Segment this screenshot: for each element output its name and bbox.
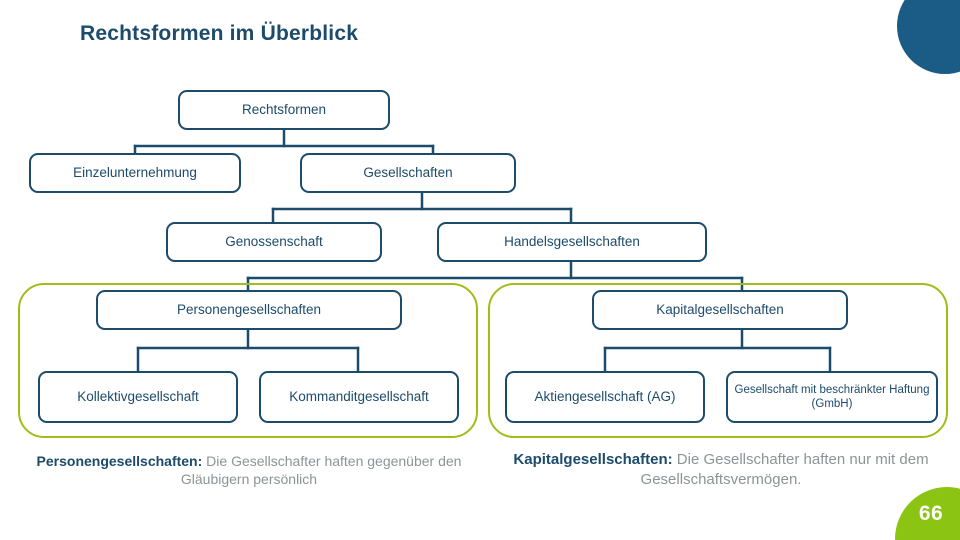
node-personengesellschaften[interactable]: Personengesellschaften (96, 290, 402, 330)
note-right-bold: Kapitalgesellschaften: (513, 451, 673, 468)
node-gesellschaften[interactable]: Gesellschaften (300, 153, 516, 193)
group-frame-kapitalgesellschaften (488, 283, 948, 438)
note-right-text: Die Gesellschafter haften nur mit dem Ge… (640, 451, 929, 488)
node-kommanditgesellschaft[interactable]: Kommanditgesellschaft (259, 371, 459, 423)
node-kollektivgesellschaft[interactable]: Kollektivgesellschaft (38, 371, 238, 423)
page-number-badge: 66 (918, 502, 944, 525)
node-kapitalgesellschaften[interactable]: Kapitalgesellschaften (592, 290, 848, 330)
group-frame-personengesellschaften (18, 283, 478, 438)
page-title: Rechtsformen im Überblick (80, 22, 359, 45)
node-rechtsformen[interactable]: Rechtsformen (178, 90, 390, 130)
note-kapitalgesellschaften: Kapitalgesellschaften: Die Gesellschafte… (490, 450, 952, 489)
note-left-text: Die Gesellschafter haften gegenüber den … (180, 453, 462, 488)
node-handelsgesellschaften[interactable]: Handelsgesellschaften (437, 222, 707, 262)
node-genossenschaft[interactable]: Genossenschaft (166, 222, 382, 262)
node-einzelunternehmung[interactable]: Einzelunternehmung (29, 153, 241, 193)
node-gmbh[interactable]: Gesellschaft mit beschränkter Haftung (G… (726, 371, 938, 423)
note-left-bold: Personengesellschaften: (36, 453, 203, 469)
node-aktiengesellschaft[interactable]: Aktiengesellschaft (AG) (505, 371, 705, 423)
note-personengesellschaften: Personengesellschaften: Die Gesellschaft… (18, 452, 480, 488)
